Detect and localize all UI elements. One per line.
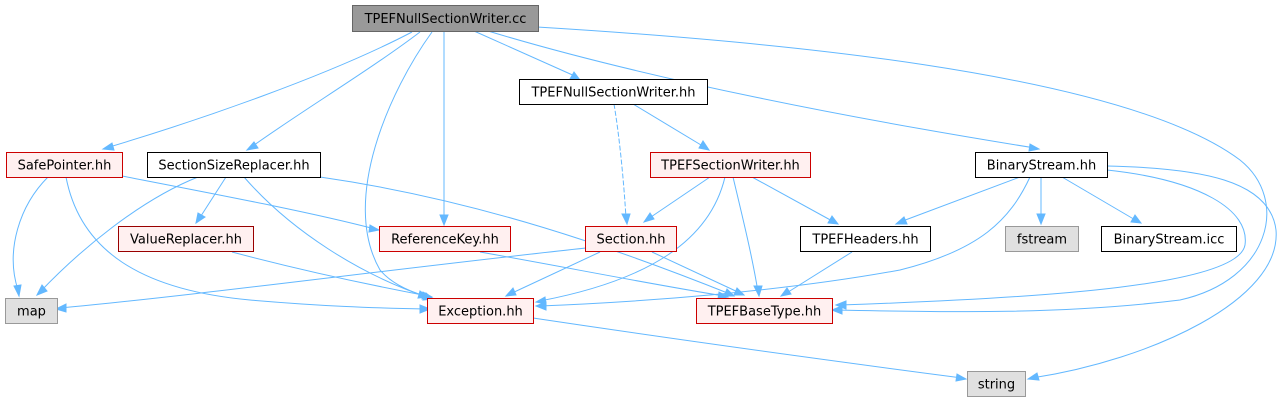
node-label: Exception.hh bbox=[438, 305, 523, 320]
node-box bbox=[352, 5, 539, 32]
node-box bbox=[967, 371, 1026, 397]
node-tpefbasetype-hh[interactable]: TPEFBaseType.hh bbox=[696, 298, 833, 324]
edge-root-to-tpefbasetype-hh bbox=[536, 26, 1268, 315]
edge-root-to-exception-hh bbox=[364, 31, 433, 299]
node-string[interactable]: string bbox=[967, 371, 1026, 397]
node-label: ValueReplacer.hh bbox=[130, 233, 242, 248]
edge-safepointer-hh-to-exception-hh bbox=[65, 176, 432, 314]
node-box bbox=[1101, 226, 1237, 252]
edge-section-size-replacer-hh-to-tpefbasetype-hh bbox=[319, 176, 736, 297]
edge-tpef-section-writer-hh-to-tpefbasetype-hh bbox=[732, 176, 763, 298]
edge-section-hh-to-exception-hh bbox=[504, 251, 601, 297]
node-safepointer-hh[interactable]: SafePointer.hh bbox=[6, 152, 123, 178]
node-tpefheaders-hh[interactable]: TPEFHeaders.hh bbox=[800, 226, 931, 252]
node-box bbox=[975, 152, 1108, 178]
edge-root-to-section-size-replacer-hh bbox=[245, 31, 421, 151]
node-label: SafePointer.hh bbox=[18, 159, 112, 174]
node-label: map bbox=[17, 305, 46, 320]
node-exception-hh[interactable]: Exception.hh bbox=[427, 298, 534, 324]
node-label: Section.hh bbox=[597, 233, 666, 248]
node-box bbox=[118, 226, 254, 252]
node-section-hh[interactable]: Section.hh bbox=[585, 226, 677, 252]
edge-binarystream-hh-to-tpefheaders-hh bbox=[894, 176, 1021, 225]
edge-tpef-section-writer-hh-to-section-hh bbox=[642, 176, 711, 223]
node-label: TPEFNullSectionWriter.cc bbox=[364, 12, 527, 27]
node-box bbox=[5, 298, 58, 324]
edge-binarystream-hh-to-fstream bbox=[1036, 177, 1046, 226]
node-label: TPEFHeaders.hh bbox=[811, 233, 918, 248]
node-binarystream-icc[interactable]: BinaryStream.icc bbox=[1101, 226, 1237, 252]
edge-tpef-section-writer-hh-to-exception-hh bbox=[534, 176, 726, 305]
edge-section-hh-to-tpefbasetype-hh bbox=[651, 251, 746, 296]
edge-binarystream-hh-to-tpefbasetype-hh bbox=[834, 169, 1246, 310]
edge-referencekey-hh-to-tpefbasetype-hh bbox=[479, 251, 730, 300]
node-box bbox=[379, 226, 511, 252]
node-box bbox=[147, 152, 321, 178]
edge-section-hh-to-map bbox=[54, 247, 587, 313]
file-nodes: TPEFNullSectionWriter.ccTPEFNullSectionW… bbox=[5, 5, 1237, 397]
node-fstream[interactable]: fstream bbox=[1005, 226, 1079, 252]
edge-null-section-writer-hh-to-section-hh bbox=[613, 103, 631, 226]
node-box bbox=[427, 298, 534, 324]
edge-binarystream-hh-to-binarystream-icc bbox=[1061, 176, 1143, 224]
node-label: string bbox=[978, 378, 1015, 393]
node-sectionsizereplacer-hh[interactable]: SectionSizeReplacer.hh bbox=[147, 152, 321, 178]
node-box bbox=[696, 298, 833, 324]
node-tpefnullsectionwriter-hh[interactable]: TPEFNullSectionWriter.hh bbox=[519, 79, 708, 105]
edge-exception-hh-to-string bbox=[532, 317, 968, 382]
edge-root-to-null-section-writer-hh bbox=[473, 30, 582, 81]
edge-root-to-binarystream-hh bbox=[487, 30, 1041, 152]
node-box bbox=[519, 79, 708, 105]
node-binarystream-hh[interactable]: BinaryStream.hh bbox=[975, 152, 1108, 178]
dependency-edges bbox=[12, 26, 1277, 382]
node-label: fstream bbox=[1017, 233, 1067, 248]
node-map[interactable]: map bbox=[5, 298, 58, 324]
node-label: SectionSizeReplacer.hh bbox=[158, 159, 309, 174]
node-label: BinaryStream.hh bbox=[987, 159, 1096, 174]
node-box bbox=[650, 152, 811, 178]
node-referencekey-hh[interactable]: ReferenceKey.hh bbox=[379, 226, 511, 252]
edge-root-to-referencekey-hh bbox=[439, 32, 449, 227]
node-box bbox=[800, 226, 931, 252]
node-box bbox=[6, 152, 123, 178]
edge-tpefheaders-hh-to-tpefbasetype-hh bbox=[779, 251, 853, 297]
node-label: TPEFBaseType.hh bbox=[707, 305, 822, 320]
edge-safepointer-hh-to-map bbox=[12, 176, 49, 298]
node-tpefsectionwriter-hh[interactable]: TPEFSectionWriter.hh bbox=[650, 152, 811, 178]
node-box bbox=[1005, 226, 1079, 252]
node-box bbox=[585, 226, 677, 252]
node-label: BinaryStream.icc bbox=[1114, 233, 1225, 248]
edge-safepointer-hh-to-referencekey-hh bbox=[121, 175, 381, 233]
edge-section-size-replacer-hh-to-valuereplacer-hh bbox=[195, 176, 227, 225]
edge-binarystream-hh-to-exception-hh bbox=[534, 176, 1031, 311]
edge-binarystream-hh-to-string bbox=[1026, 165, 1277, 381]
edge-valuereplacer-hh-to-exception-hh bbox=[231, 251, 434, 300]
node-valuereplacer-hh[interactable]: ValueReplacer.hh bbox=[118, 226, 254, 252]
edge-tpef-section-writer-hh-to-tpefheaders-hh bbox=[751, 176, 840, 225]
node-label: ReferenceKey.hh bbox=[391, 233, 499, 248]
node-tpefnullsectionwriter-cc: TPEFNullSectionWriter.cc bbox=[352, 5, 539, 32]
edge-null-section-writer-hh-to-tpef-section-writer-hh bbox=[632, 103, 711, 151]
node-label: TPEFSectionWriter.hh bbox=[660, 159, 800, 174]
edge-section-size-replacer-hh-to-map bbox=[35, 176, 199, 296]
node-label: TPEFNullSectionWriter.hh bbox=[530, 86, 695, 101]
edge-root-to-safepointer-hh bbox=[101, 31, 413, 151]
